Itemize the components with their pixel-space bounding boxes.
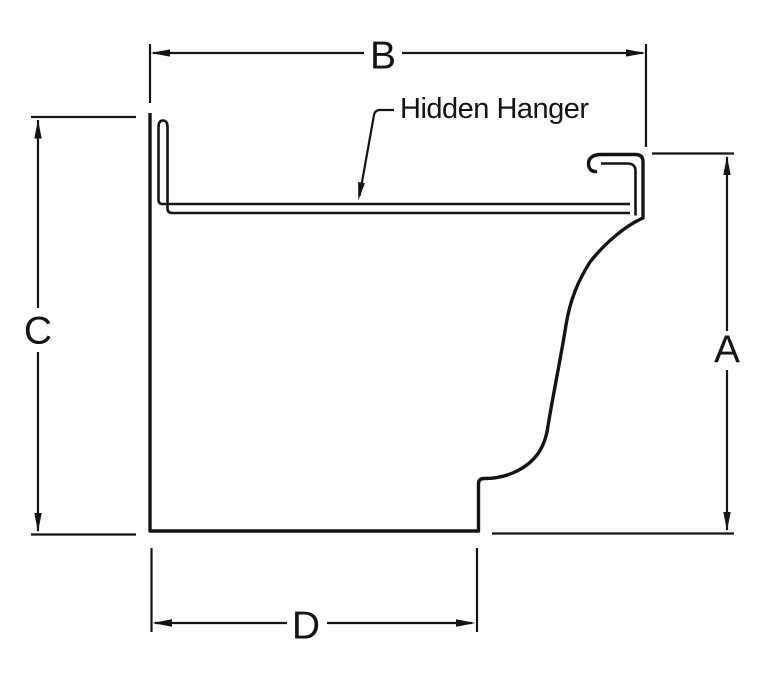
dim-d-arrow-right xyxy=(456,619,476,627)
dim-d-arrow-left xyxy=(152,619,172,627)
dim-b-arrow-left xyxy=(150,49,170,57)
callout-arrow xyxy=(358,182,365,201)
dim-a-arrow-down xyxy=(723,512,731,531)
dim-d-label: D xyxy=(292,605,320,648)
dim-b-arrow-right xyxy=(626,49,646,57)
dim-c-arrow-up xyxy=(34,119,42,139)
gutter-outline xyxy=(148,113,645,533)
dimension-c: C xyxy=(24,115,136,536)
dimension-d: D xyxy=(150,548,479,648)
dim-c-label: C xyxy=(24,310,52,353)
dim-a-arrow-up xyxy=(723,156,731,175)
dim-c-arrow-down xyxy=(34,513,42,532)
hidden-hanger-callout: Hidden Hanger xyxy=(358,93,590,201)
dimension-b: B xyxy=(148,35,648,147)
dim-a-label: A xyxy=(714,329,740,372)
hidden-hanger-label: Hidden Hanger xyxy=(400,93,589,125)
gutter-hem-line xyxy=(601,162,637,216)
gutter-profile xyxy=(148,113,645,533)
hidden-hanger-bar xyxy=(157,119,630,215)
dimension-a: A xyxy=(492,152,740,535)
callout-leader-line xyxy=(358,108,394,197)
dim-b-label: B xyxy=(370,35,396,78)
